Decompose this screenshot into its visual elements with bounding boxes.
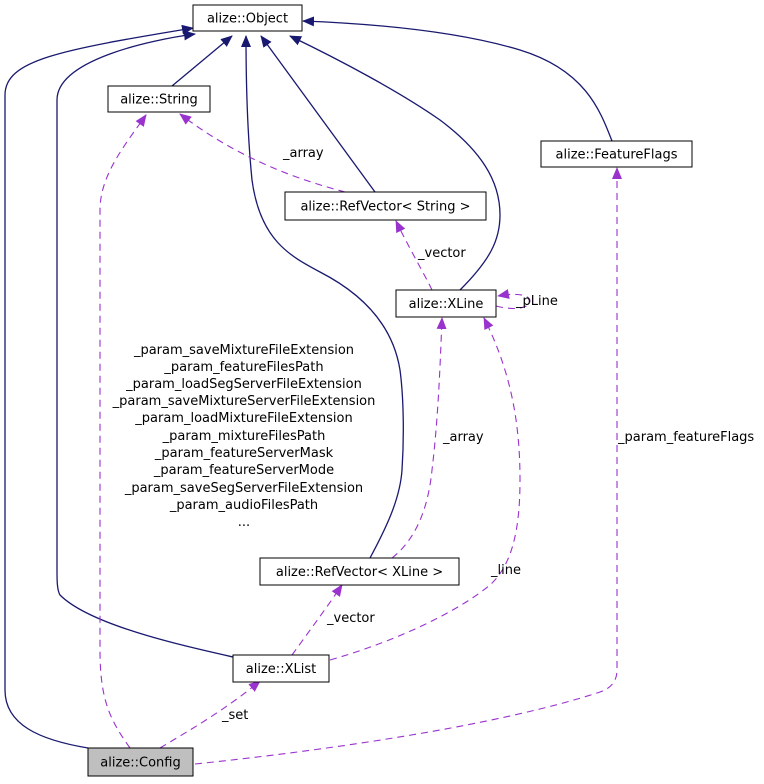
edge-refvector-xline-inherits-object	[241, 35, 404, 559]
edge-label-set: _set	[221, 708, 248, 723]
edge-label-vector-xline: _vector	[326, 611, 375, 626]
edge-refvector-xline-uses-xline	[391, 317, 447, 559]
node-xlist[interactable]: alize::XList	[232, 654, 330, 683]
edge-label-line: _line	[490, 563, 521, 578]
param-list-line: _param_featureFilesPath	[163, 360, 323, 375]
edge-config-uses-string	[99, 114, 147, 749]
node-string-label: alize::String	[120, 93, 198, 108]
edge-label-param-feature-flags: _param_featureFlags	[617, 430, 754, 445]
node-string[interactable]: alize::String	[107, 85, 211, 113]
param-list-line: _param_saveMixtureFileExtension	[133, 343, 354, 358]
node-object[interactable]: alize::Object	[192, 4, 303, 32]
node-xlist-label: alize::XList	[246, 662, 316, 677]
edge-xline-inherits-object	[289, 35, 501, 291]
edge-xline-uses-refvector-string	[395, 220, 433, 291]
param-list-line: _param_loadMixtureFileExtension	[134, 411, 352, 426]
edge-label-vector-string: _vector	[417, 246, 466, 261]
param-list-line: _param_saveSegServerFileExtension	[124, 481, 363, 496]
edge-xlist-inherits-object	[56, 30, 234, 658]
node-feature-flags[interactable]: alize::FeatureFlags	[540, 140, 693, 168]
edge-label-array-string: _array	[282, 146, 324, 161]
node-xline-label: alize::XLine	[409, 297, 484, 312]
node-xline[interactable]: alize::XLine	[395, 289, 497, 318]
edge-label-param-list: _param_saveMixtureFileExtension _param_f…	[112, 343, 376, 530]
param-list-line: _param_audioFilesPath	[169, 498, 318, 513]
param-list-line: ...	[238, 515, 250, 530]
node-config[interactable]: alize::Config	[87, 747, 194, 777]
edge-xlist-uses-refvector-xline	[291, 584, 343, 656]
edge-config-inherits-object	[4, 24, 194, 749]
node-refvector-xline[interactable]: alize::RefVector< XLine >	[259, 557, 460, 586]
edge-refvector-string-inherits-object	[260, 35, 376, 193]
param-list-line: _param_featureServerMode	[153, 463, 334, 478]
edge-config-uses-featureflags	[194, 167, 622, 765]
edge-string-inherits-object	[171, 35, 233, 87]
node-refvector-xline-label: alize::RefVector< XLine >	[276, 565, 443, 580]
node-refvector-string[interactable]: alize::RefVector< String >	[284, 191, 487, 221]
node-refvector-string-label: alize::RefVector< String >	[300, 200, 470, 215]
param-list-line: _param_featureServerMask	[154, 446, 334, 461]
node-config-label: alize::Config	[100, 756, 180, 771]
edge-refvector-string-uses-string	[179, 113, 346, 193]
edge-featureflags-inherits-object	[302, 16, 613, 142]
edge-xline-self-pline	[495, 289, 531, 310]
param-list-line: _param_mixtureFilesPath	[162, 429, 326, 444]
node-feature-flags-label: alize::FeatureFlags	[556, 148, 678, 163]
param-list-line: _param_loadSegServerFileExtension	[125, 377, 362, 392]
param-list-line: _param_saveMixtureServerFileExtension	[112, 394, 376, 409]
node-object-label: alize::Object	[207, 12, 288, 27]
edge-label-pline: _pLine	[515, 294, 558, 309]
edge-label-array-xline: _array	[442, 430, 484, 445]
